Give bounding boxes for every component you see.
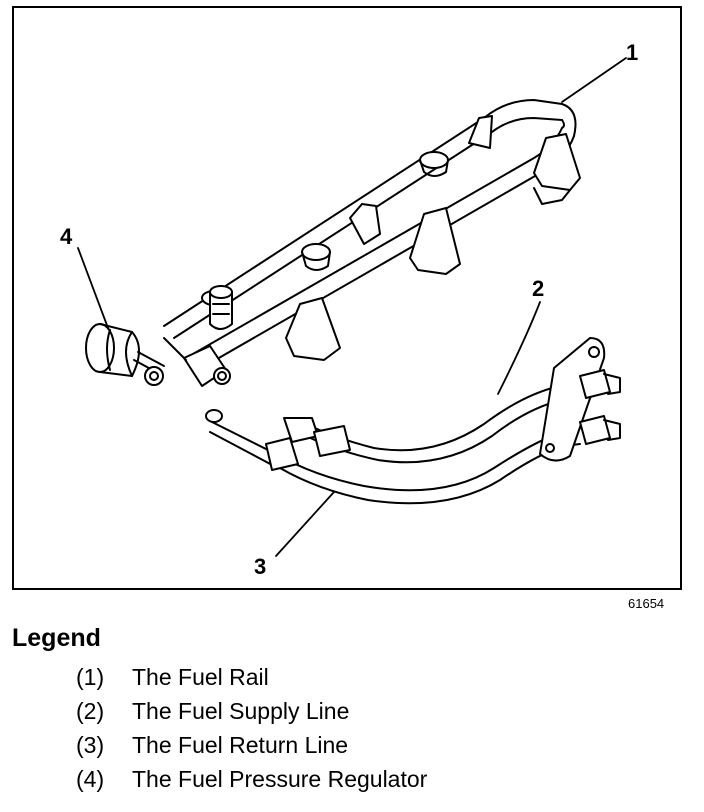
legend-item-label: The Fuel Return Line — [132, 732, 349, 758]
legend-item-number: (1) — [76, 664, 105, 690]
pressure-regulator-drawing — [85, 323, 140, 377]
legend-list: (1) The Fuel Rail (2) The Fuel Supply Line… — [76, 660, 427, 796]
legend-item-number: (3) — [76, 732, 105, 758]
legend-title: Legend — [12, 624, 101, 652]
legend-item: (1) The Fuel Rail — [76, 660, 427, 694]
callout-leaders — [77, 57, 627, 557]
legend-item-label: The Fuel Pressure Regulator — [132, 766, 428, 792]
legend-item-label: The Fuel Supply Line — [132, 698, 350, 724]
fuel-rail-drawing — [133, 99, 581, 387]
legend-item: (4) The Fuel Pressure Regulator — [76, 762, 427, 796]
fuel-lines-drawing — [205, 337, 621, 505]
callout-2: 2 — [532, 276, 544, 301]
figure-frame: 1 2 3 4 — [12, 6, 682, 590]
callout-1: 1 — [626, 40, 638, 65]
legend-item-number: (2) — [76, 698, 105, 724]
legend-item-number: (4) — [76, 766, 105, 792]
callout-3: 3 — [254, 554, 266, 579]
figure-id-label: 61654 — [628, 596, 665, 611]
legend-item-label: The Fuel Rail — [132, 664, 269, 690]
fuel-rail-illustration: 1 2 3 4 — [60, 40, 638, 579]
legend-item: (2) The Fuel Supply Line — [76, 694, 427, 728]
callout-4: 4 — [60, 224, 73, 249]
legend-item: (3) The Fuel Return Line — [76, 728, 427, 762]
